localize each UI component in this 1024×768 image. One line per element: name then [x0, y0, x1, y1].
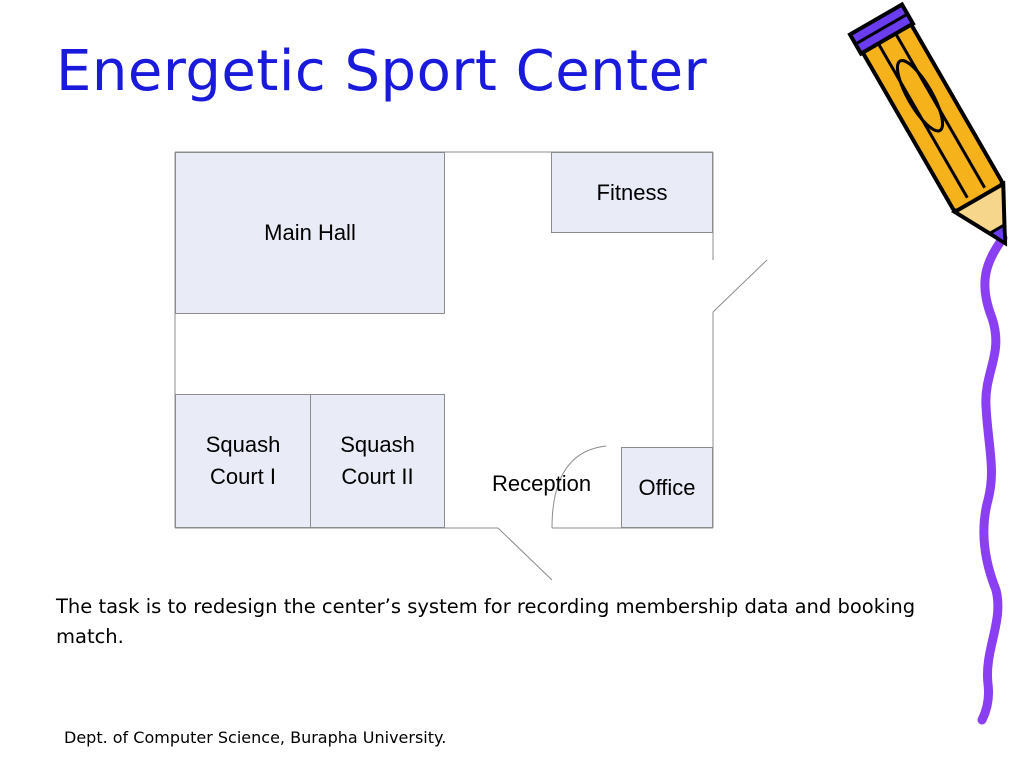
room-squash-court-2: Squash Court II [310, 394, 445, 528]
room-fitness: Fitness [551, 152, 713, 233]
room-office: Office [621, 447, 713, 528]
footer-text: Dept. of Computer Science, Burapha Unive… [64, 728, 447, 747]
room-label-line: Squash [205, 432, 281, 457]
task-description: The task is to redesign the center’s sys… [56, 595, 916, 648]
room-squash-court-1: Squash Court I [175, 394, 311, 528]
room-label-line: Court II [341, 464, 414, 489]
room-label-line: Court I [209, 464, 277, 489]
room-label: Main Hall [264, 220, 356, 245]
room-label: Office [638, 475, 696, 500]
room-main-hall: Main Hall [175, 152, 445, 314]
area-reception-label: Reception [492, 471, 592, 496]
room-label-line: Squash [340, 432, 415, 457]
room-label: Fitness [596, 180, 668, 205]
page-title: Energetic Sport Center [56, 39, 708, 104]
